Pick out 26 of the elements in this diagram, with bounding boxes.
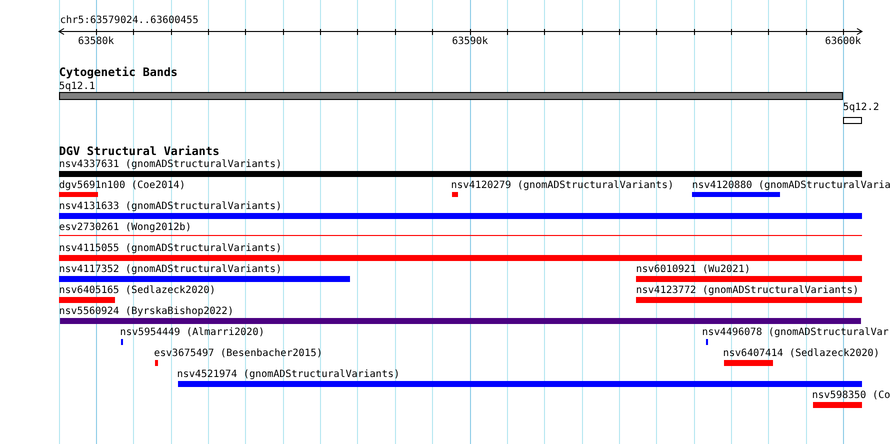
variant-label: nsv6405165 (Sedlazeck2020) <box>59 285 216 296</box>
variant-label: nsv4117352 (gnomADStructuralVariants) <box>59 264 282 275</box>
variant-label: nsv4337631 (gnomADStructuralVariants) <box>59 159 282 170</box>
tick-label: 63580k <box>78 36 114 47</box>
variant-label: nsv4123772 (gnomADStructuralVariants) <box>636 285 859 296</box>
tick-label: 63600k <box>824 36 862 47</box>
variant-label: nsv4115055 (gnomADStructuralVariants) <box>59 243 282 254</box>
variant-label: nsv4120880 (gnomADStructuralVaria <box>692 180 890 191</box>
band-label: 5q12.1 <box>59 81 96 92</box>
variant-label: esv2730261 (Wong2012b) <box>59 222 192 233</box>
variant-label: nsv5560924 (ByrskaBishop2022) <box>59 306 234 317</box>
band-label: 5q12.2 <box>843 102 880 113</box>
coordinate-label: chr5:63579024..63600455 <box>60 15 198 26</box>
variant-label: nsv4521974 (gnomADStructuralVariants) <box>177 369 400 380</box>
variant-label: nsv6407414 (Sedlazeck2020) <box>723 348 880 359</box>
track-title: Cytogenetic Bands <box>59 67 178 78</box>
track-title: DGV Structural Variants <box>59 146 220 157</box>
variant-label: esv3675497 (Besenbacher2015) <box>154 348 323 359</box>
variant-label: nsv6010921 (Wu2021) <box>636 264 750 275</box>
variant-label: nsv598350 (Co <box>812 390 890 401</box>
variant-label: nsv5954449 (Almarri2020) <box>120 327 264 338</box>
variant-label: nsv4120279 (gnomADStructuralVariants) <box>451 180 674 191</box>
tick-label: 63590k <box>452 36 488 47</box>
variant-label: dgv5691n100 (Coe2014) <box>59 180 186 191</box>
variant-label: nsv4131633 (gnomADStructuralVariants) <box>59 201 282 212</box>
variant-label: nsv4496078 (gnomADStructuralVar <box>702 327 889 338</box>
